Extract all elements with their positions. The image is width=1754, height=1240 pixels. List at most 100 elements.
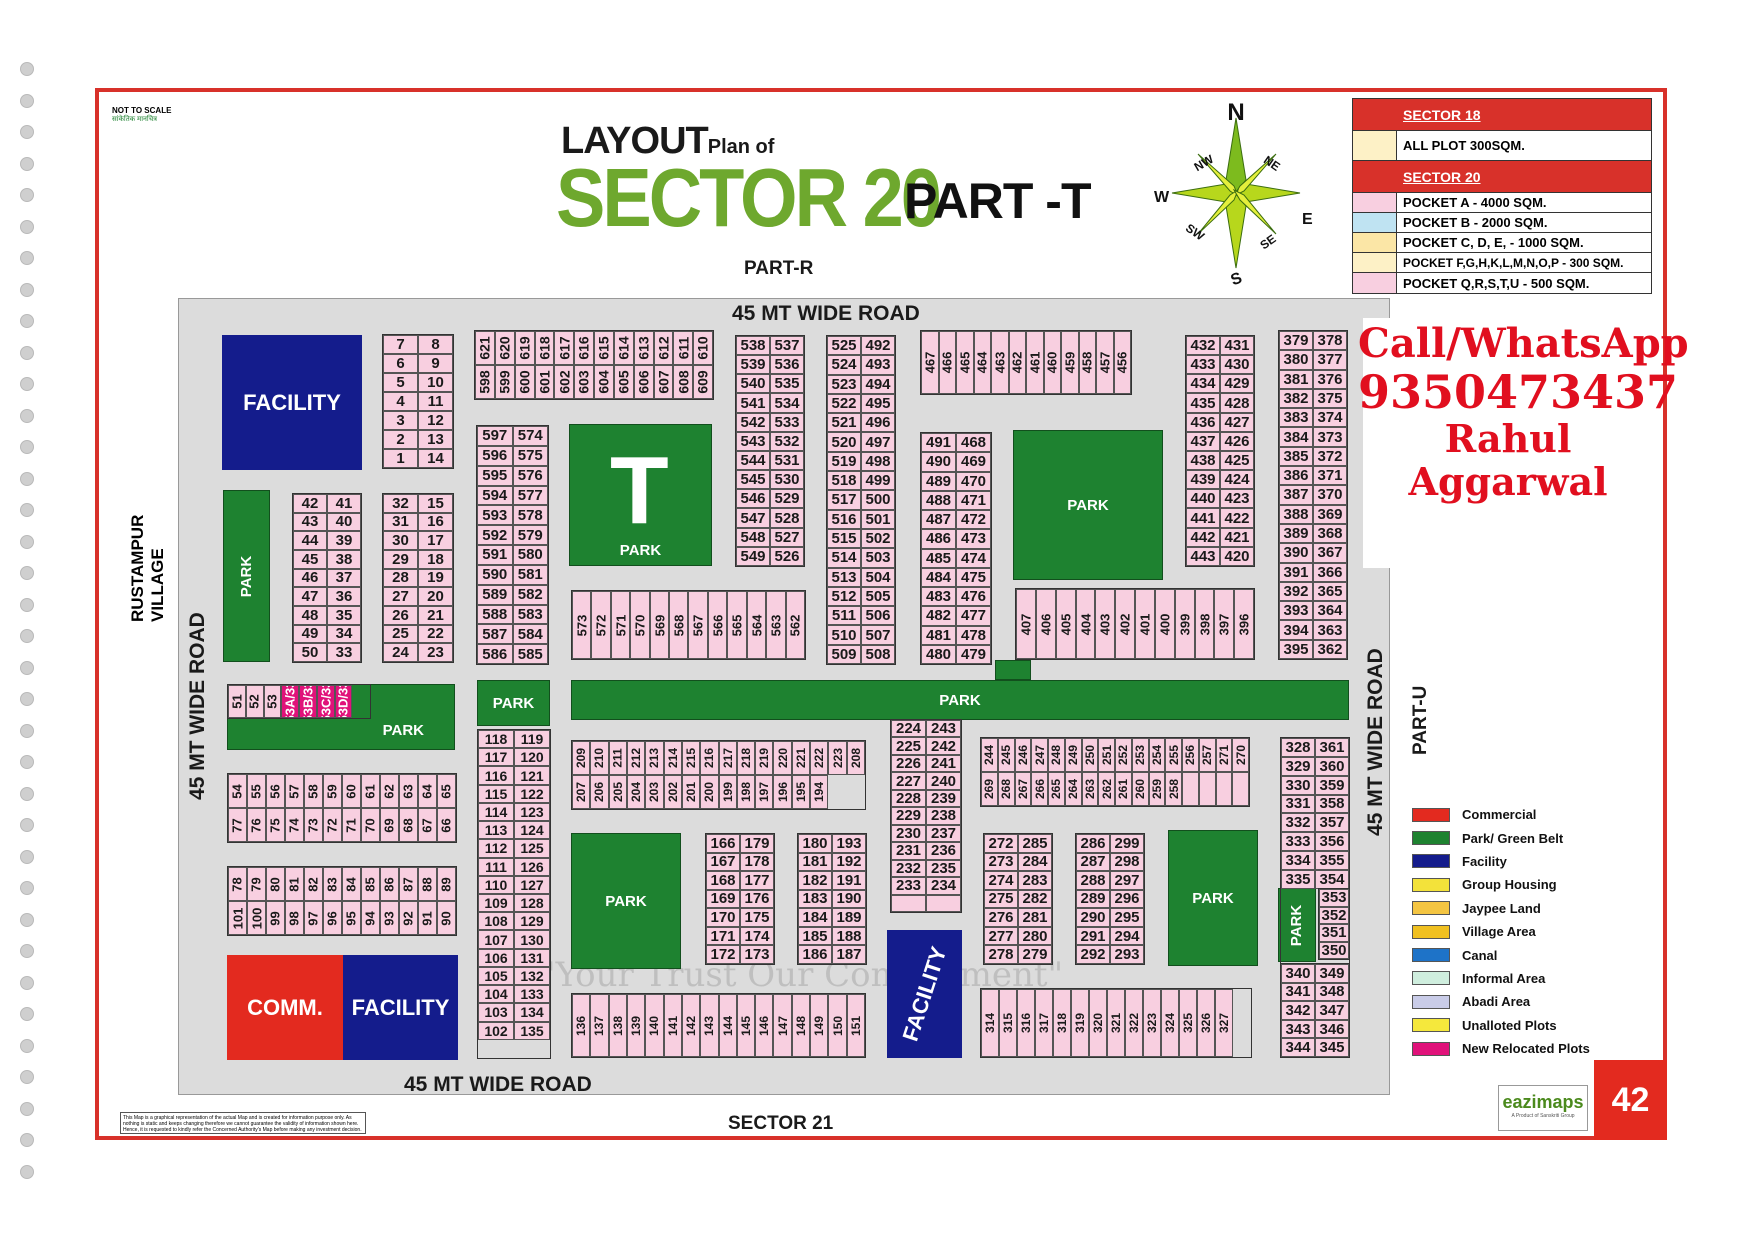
- plot[interactable]: 53D/33: [334, 685, 353, 718]
- plot[interactable]: 490: [921, 452, 956, 472]
- plot[interactable]: 498: [861, 451, 895, 472]
- plot[interactable]: 79: [247, 867, 266, 901]
- plot[interactable]: 233: [891, 877, 926, 895]
- plot[interactable]: 31: [383, 512, 418, 532]
- plot[interactable]: 298: [1110, 852, 1144, 872]
- plot[interactable]: 366: [1313, 562, 1347, 582]
- plot[interactable]: 287: [1076, 852, 1110, 872]
- plot[interactable]: 489: [921, 471, 956, 491]
- plot[interactable]: 387: [1279, 485, 1313, 505]
- plot[interactable]: 242: [926, 737, 961, 755]
- plot[interactable]: 515: [827, 528, 861, 549]
- plot[interactable]: 511: [827, 606, 861, 626]
- plot[interactable]: 227: [891, 772, 926, 790]
- plot[interactable]: 212: [626, 741, 646, 775]
- plot[interactable]: 216: [700, 741, 719, 775]
- plot[interactable]: [926, 894, 961, 912]
- plot[interactable]: 397: [1214, 589, 1235, 659]
- plot[interactable]: 206: [590, 775, 609, 809]
- plot[interactable]: 583: [512, 604, 548, 625]
- plot[interactable]: 587: [477, 624, 513, 645]
- plot[interactable]: 586: [477, 644, 513, 664]
- plot[interactable]: 144: [718, 994, 737, 1057]
- plot[interactable]: 246: [1014, 738, 1032, 772]
- plot[interactable]: 526: [770, 546, 804, 566]
- plot[interactable]: 251: [1098, 738, 1115, 772]
- plot[interactable]: 213: [645, 741, 664, 775]
- plot[interactable]: 223: [828, 741, 847, 775]
- plot[interactable]: 173: [740, 945, 774, 964]
- plot[interactable]: 613: [633, 331, 654, 365]
- plot[interactable]: 362: [1313, 639, 1347, 659]
- plot[interactable]: 316: [1017, 989, 1035, 1057]
- plot[interactable]: 45: [293, 549, 327, 569]
- plot[interactable]: 93: [380, 901, 399, 935]
- plot[interactable]: 384: [1279, 427, 1313, 447]
- plot[interactable]: 250: [1081, 738, 1099, 772]
- plot[interactable]: 390: [1279, 543, 1313, 563]
- plot[interactable]: [1182, 772, 1199, 806]
- plot[interactable]: 170: [706, 908, 740, 927]
- plot[interactable]: 598: [475, 365, 495, 399]
- plot[interactable]: 258: [1165, 772, 1182, 806]
- plot[interactable]: 314: [981, 989, 999, 1057]
- plot[interactable]: 198: [736, 775, 756, 809]
- plot[interactable]: 95: [342, 901, 361, 935]
- plot[interactable]: 225: [891, 737, 926, 755]
- plot[interactable]: [1215, 772, 1233, 806]
- plot[interactable]: 347: [1315, 1001, 1349, 1020]
- plot[interactable]: 18: [418, 549, 453, 569]
- plot[interactable]: 140: [645, 994, 664, 1057]
- plot[interactable]: 541: [736, 393, 770, 413]
- plot[interactable]: 100: [247, 901, 266, 935]
- plot[interactable]: 576: [512, 465, 548, 486]
- plot[interactable]: 240: [926, 772, 961, 790]
- plot[interactable]: 230: [891, 824, 926, 843]
- plot[interactable]: 403: [1095, 589, 1116, 659]
- plot[interactable]: 187: [832, 945, 866, 964]
- plot[interactable]: 379: [1279, 331, 1313, 351]
- plot[interactable]: 114: [478, 802, 514, 822]
- plot[interactable]: 349: [1315, 964, 1349, 983]
- plot[interactable]: 132: [514, 966, 550, 986]
- plot[interactable]: 599: [494, 365, 515, 399]
- plot[interactable]: 326: [1197, 989, 1215, 1057]
- plot[interactable]: 226: [891, 754, 926, 773]
- plot[interactable]: 190: [832, 889, 866, 909]
- plot[interactable]: 183: [798, 889, 832, 909]
- plot[interactable]: 398: [1194, 589, 1215, 659]
- plot[interactable]: 493: [861, 355, 895, 375]
- plot[interactable]: 256: [1182, 738, 1199, 772]
- plot[interactable]: 70: [361, 808, 380, 842]
- plot[interactable]: 150: [828, 994, 847, 1057]
- plot[interactable]: 601: [534, 365, 555, 399]
- plot[interactable]: 588: [477, 604, 513, 625]
- plot[interactable]: 103: [478, 1003, 514, 1022]
- plot[interactable]: 401: [1135, 589, 1155, 659]
- plot[interactable]: 388: [1279, 504, 1313, 524]
- plot[interactable]: 471: [956, 490, 991, 510]
- plot[interactable]: 64: [418, 774, 437, 808]
- plot[interactable]: 120: [514, 748, 550, 767]
- plot[interactable]: 543: [736, 431, 770, 451]
- plot[interactable]: 565: [727, 591, 747, 659]
- plot[interactable]: 581: [512, 564, 548, 585]
- plot[interactable]: 214: [663, 741, 682, 775]
- plot[interactable]: 179: [740, 834, 774, 853]
- plot[interactable]: 619: [514, 331, 535, 365]
- plot[interactable]: 189: [832, 908, 866, 927]
- plot[interactable]: 254: [1148, 738, 1166, 772]
- plot[interactable]: 108: [478, 912, 514, 931]
- plot[interactable]: 72: [323, 808, 342, 842]
- plot[interactable]: 53: [263, 685, 282, 718]
- plot[interactable]: 299: [1110, 834, 1144, 853]
- plot[interactable]: 365: [1313, 581, 1347, 602]
- plot[interactable]: 38: [327, 549, 361, 569]
- plot[interactable]: 222: [810, 741, 829, 775]
- plot[interactable]: 484: [921, 567, 956, 587]
- plot[interactable]: 524: [827, 355, 861, 375]
- plot[interactable]: 600: [514, 365, 535, 399]
- plot[interactable]: 36: [327, 587, 361, 606]
- plot[interactable]: 8: [418, 335, 453, 354]
- plot[interactable]: 571: [610, 591, 631, 659]
